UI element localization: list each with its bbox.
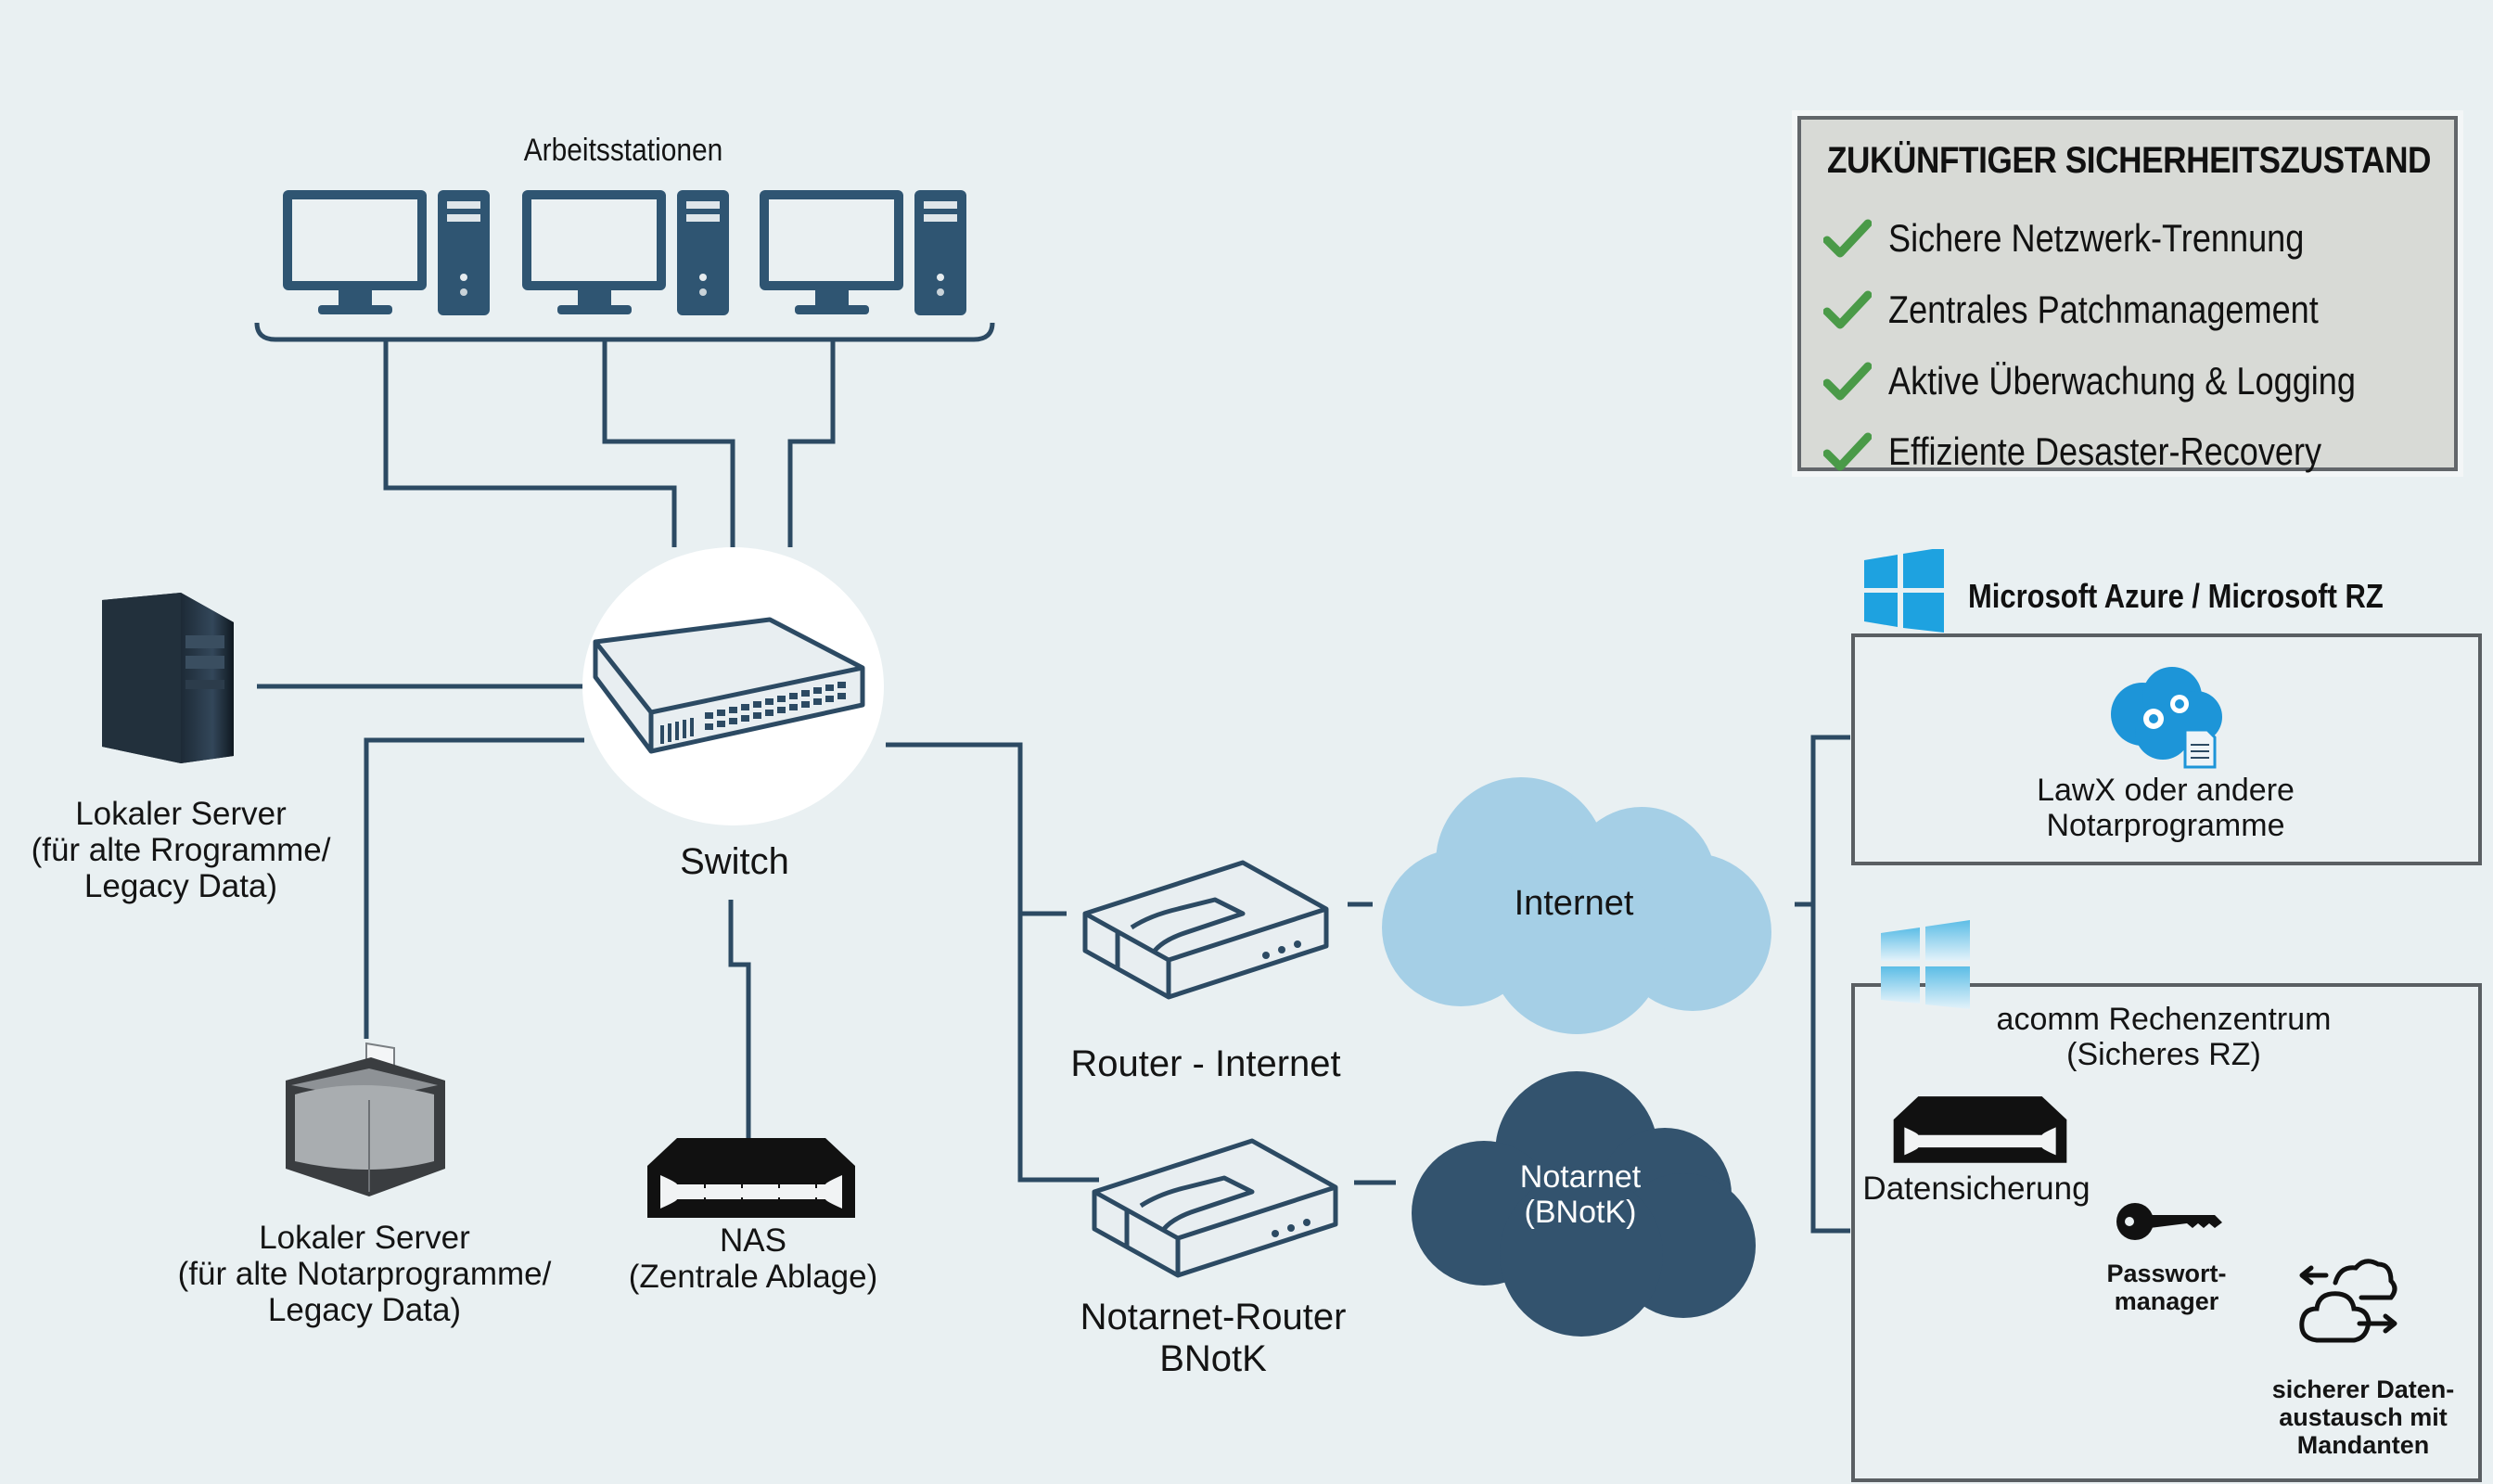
checklist-text: Sichere Netzwerk-Trennung [1888, 216, 2305, 260]
legacy-server-icon[interactable] [278, 1039, 450, 1196]
label-line: Passwort- [2106, 1260, 2227, 1287]
label-line: Notarnet-Router [1080, 1297, 1347, 1337]
label-line: austausch mit [2279, 1403, 2448, 1432]
tower-icon [438, 190, 490, 315]
notarnet-cloud-label: Notarnet (BNotK) [1520, 1159, 1641, 1230]
server-tower-icon[interactable] [93, 589, 241, 765]
checklist-item: Aktive Überwachung & Logging [1823, 353, 2432, 409]
label-line: Legacy Data) [267, 1292, 462, 1329]
key-icon[interactable] [2115, 1198, 2226, 1245]
cloud-app-icon[interactable] [2105, 663, 2226, 770]
acomm-title: acomm Rechenzentrum (Sicheres RZ) [1997, 1002, 2332, 1072]
internet-cloud-label: Internet [1514, 884, 1634, 923]
label-line: Mandanten [2296, 1431, 2430, 1460]
tower-icon [914, 190, 966, 315]
workstations-label: Arbeitsstationen [523, 133, 723, 168]
label-line: (für alte Notarprogramme/ [177, 1256, 552, 1293]
security-state-title: ZUKÜNFTIGER SICHERHEITSZUSTAND [1827, 140, 2432, 181]
monitor-icon [760, 190, 903, 314]
internet-cloud[interactable] [1373, 761, 1781, 1039]
router-internet-label: Router - Internet [1070, 1043, 1341, 1084]
local-server-2-label: Lokaler Server (für alte Notarprogramme/… [178, 1220, 552, 1329]
label-line: Lokaler Server [259, 1220, 470, 1256]
router-link [886, 742, 1099, 1183]
backup-label: Datensicherung [1862, 1171, 2090, 1207]
acomm-datacenter-box [1851, 983, 2482, 1482]
monitor-icon [522, 190, 666, 314]
label-line: (BNotK) [1524, 1195, 1637, 1231]
switch-label: Switch [680, 841, 789, 882]
label-line: sicherer Daten- [2271, 1375, 2455, 1403]
label-line: Lokaler Server [75, 796, 287, 832]
workstations-group [283, 190, 966, 315]
windows-logo-faded-icon [1881, 920, 1970, 1009]
monitor-icon [283, 190, 427, 314]
checklist-item: Zentrales Patchmanagement [1823, 282, 2388, 338]
azure-title: Microsoft Azure / Microsoft RZ [1968, 577, 2384, 615]
label-line: BNotK [1159, 1337, 1267, 1379]
local-server-1-label: Lokaler Server (für alte Rrogramme/ Lega… [32, 796, 331, 905]
notarnet-cloud[interactable] [1396, 1065, 1767, 1338]
label-line: (Zentrale Ablage) [628, 1259, 878, 1296]
router-internet-icon[interactable] [1076, 858, 1336, 1011]
label-line: LawX oder andere [2037, 773, 2295, 808]
checkmark-icon [1823, 290, 1872, 329]
label-line: acomm Rechenzentrum [1996, 1002, 2332, 1037]
ws-link-3 [787, 339, 836, 547]
checklist-text: Zentrales Patchmanagement [1888, 288, 2319, 331]
label-line: Notarprogramme [2046, 808, 2285, 844]
tower-icon [677, 190, 729, 315]
checklist-item: Effiziente Desaster-Recovery [1823, 424, 2392, 480]
workstation-3[interactable] [760, 190, 966, 315]
label-line: NAS [720, 1222, 786, 1259]
windows-logo-icon [1864, 549, 1944, 633]
router-notarnet-icon[interactable] [1085, 1136, 1345, 1289]
checkmark-icon [1823, 432, 1872, 471]
data-exchange-label: sicherer Daten- austausch mit Mandanten [2272, 1375, 2455, 1460]
label-line: manager [2114, 1287, 2219, 1316]
checklist-text: Effiziente Desaster-Recovery [1888, 429, 2322, 473]
security-state-panel: ZUKÜNFTIGER SICHERHEITSZUSTAND Sichere N… [1797, 116, 2458, 473]
switch-icon [593, 617, 865, 754]
label-line: (für alte Rrogramme/ [31, 832, 331, 869]
label-line: Notarnet [1519, 1159, 1642, 1195]
workstation-1[interactable] [283, 190, 490, 315]
nas-label: NAS (Zentrale Ablage) [629, 1222, 877, 1295]
switch-ports [705, 682, 846, 730]
checkmark-icon [1823, 219, 1872, 258]
data-exchange-icon[interactable] [2298, 1257, 2400, 1354]
checklist-text: Aktive Überwachung & Logging [1888, 359, 2356, 403]
nas-icon[interactable] [640, 1136, 863, 1224]
workstation-bracket [254, 322, 995, 342]
label-line: (Sicheres RZ) [2066, 1037, 2261, 1073]
ws-link-2 [602, 339, 735, 547]
label-line: Legacy Data) [83, 868, 278, 905]
dc-bracket [1810, 735, 1850, 1234]
azure-app-label: LawX oder andere Notarprogramme [2037, 773, 2295, 843]
server2-link [364, 737, 584, 1039]
checkmark-icon [1823, 362, 1872, 401]
checklist-item: Sichere Netzwerk-Trennung [1823, 211, 2372, 266]
ws-link-1 [383, 339, 677, 547]
password-manager-label: Passwort- manager [2106, 1260, 2226, 1315]
router-notarnet-label: Notarnet-Router BNotK [1080, 1297, 1347, 1380]
workstation-2[interactable] [522, 190, 729, 315]
backup-storage-icon[interactable] [1887, 1094, 2073, 1169]
nas-link [728, 900, 751, 1141]
